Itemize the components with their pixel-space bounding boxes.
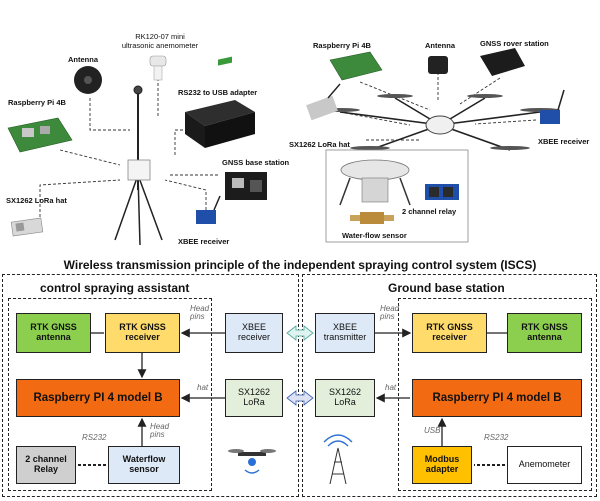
raspberry-pi-device — [7, 117, 73, 153]
relay-label: 2 channel relay — [402, 207, 457, 216]
left-panel-title: control spraying assistant — [40, 281, 190, 295]
antenna-label-right: Antenna — [425, 41, 455, 50]
right-head-pins-label: Head pins — [380, 304, 400, 322]
right-usb-label: USB — [424, 426, 441, 435]
right-panel-frame — [302, 274, 597, 497]
left-head-pins-2-label: Head pins — [150, 422, 170, 440]
gnss-base-label: GNSS base station — [222, 158, 290, 167]
right-anemometer-box: Anemometer — [507, 446, 582, 484]
inset-spray-tank — [339, 159, 411, 206]
lora-hat-drone-device — [306, 83, 341, 121]
right-xbee-box: XBEE transmitter — [315, 313, 375, 353]
diagram-title: Wireless transmission principle of the i… — [63, 258, 537, 272]
left-panel-frame — [2, 274, 299, 497]
waterflow-label: Water-flow sensor — [342, 231, 407, 240]
radio-tower-icon — [323, 434, 353, 485]
drone-icon — [228, 449, 276, 474]
wireless-link-lora — [286, 390, 314, 406]
left-waterflow-box: Waterflow sensor — [108, 446, 180, 484]
lora-hat-label-left: SX1262 LoRa hat — [6, 196, 67, 205]
left-hat-label: hat — [197, 383, 209, 392]
left-lora-box: SX1262 LoRa — [225, 379, 283, 417]
gnss-rover-label: GNSS rover station — [480, 39, 549, 48]
right-lora-box: SX1262 LoRa — [315, 379, 375, 417]
lora-hat-label-right: SX1262 LoRa hat — [289, 140, 350, 149]
right-panel-title: Ground base station — [388, 281, 505, 295]
xbee-receiver-device — [196, 195, 221, 224]
anemometer-label: RK120-07 mini ultrasonic anemometer — [121, 32, 199, 50]
rs232-usb-label: RS232 to USB adapter — [178, 88, 258, 97]
controller-box — [127, 159, 151, 181]
right-raspberry-box: Raspberry PI 4 model B — [412, 379, 582, 417]
left-xbee-box: XBEE receiver — [225, 313, 283, 353]
inset-waterflow-device — [350, 212, 394, 224]
left-raspberry-box: Raspberry PI 4 model B — [16, 379, 180, 417]
lora-hat-device — [10, 217, 44, 237]
wireless-link-xbee — [286, 325, 314, 341]
xbee-receiver-label-left: XBEE receiver — [178, 237, 230, 246]
left-rtk-antenna-box: RTK GNSS antenna — [16, 313, 91, 353]
gnss-base-station-device — [225, 172, 267, 200]
raspberry-label-left: Raspberry Pi 4B — [8, 98, 66, 107]
left-rs232-label: RS232 — [82, 433, 107, 442]
xbee-receiver-drone-device — [540, 89, 565, 124]
right-hat-label: hat — [385, 383, 397, 392]
inset-relay-device — [425, 184, 459, 200]
drone-illustration — [306, 48, 565, 243]
left-relay-box: 2 channel Relay — [16, 446, 76, 484]
gnss-rover-device — [480, 48, 525, 76]
drone-antenna-device — [428, 56, 448, 74]
rs232-usb-adapter-device — [185, 56, 255, 148]
left-rtk-receiver-box: RTK GNSS receiver — [105, 313, 180, 353]
right-inner-frame — [398, 298, 592, 491]
ground-station-illustration — [7, 55, 267, 246]
right-modbus-box: Modbus adapter — [412, 446, 472, 484]
anemometer-device — [149, 55, 167, 81]
left-inner-frame — [8, 298, 212, 491]
antenna-label: Antenna — [68, 55, 98, 64]
right-rtk-receiver-box: RTK GNSS receiver — [412, 313, 487, 353]
right-rs232-label: RS232 — [484, 433, 509, 442]
left-head-pins-1-label: Head pins — [190, 304, 210, 322]
right-rtk-antenna-box: RTK GNSS antenna — [507, 313, 582, 353]
antenna-device — [74, 66, 102, 94]
xbee-receiver-label-right: XBEE receiver — [538, 137, 590, 146]
raspberry-label-right: Raspberry Pi 4B — [313, 41, 371, 50]
raspberry-pi-drone-device — [329, 51, 383, 81]
